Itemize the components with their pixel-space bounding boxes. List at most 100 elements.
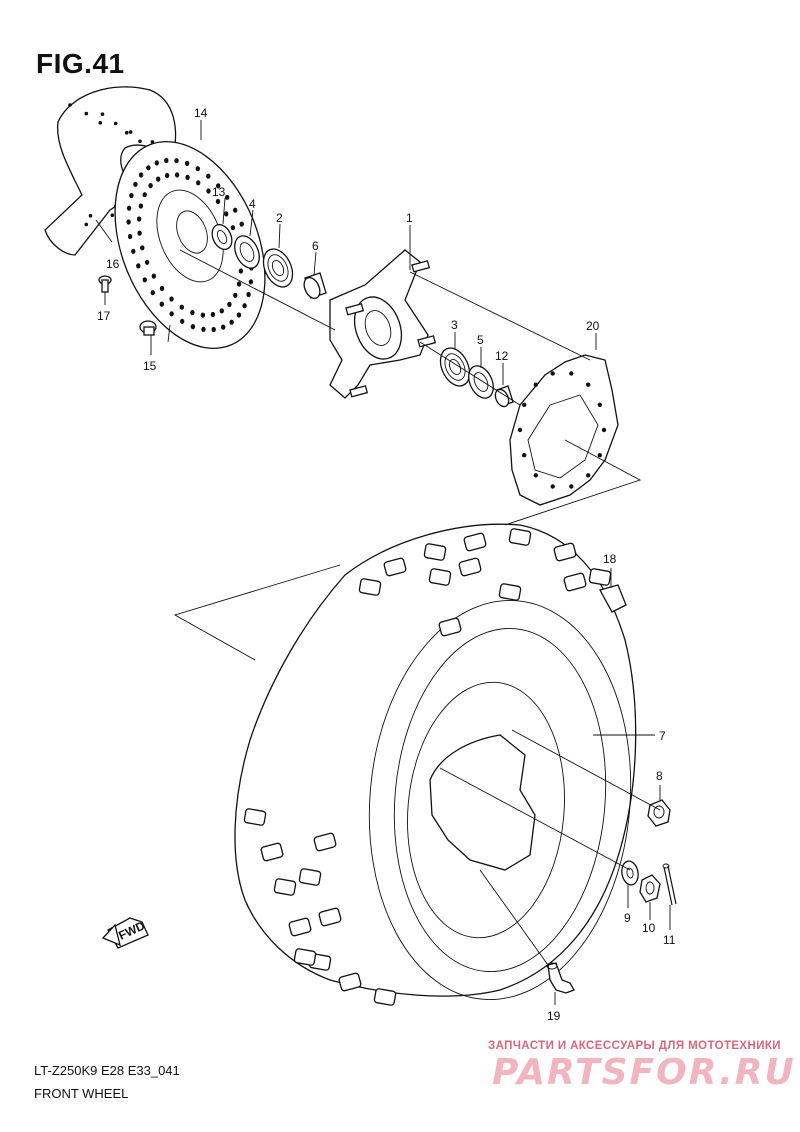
valve-part-19 xyxy=(546,962,575,994)
tread-block xyxy=(243,808,267,826)
disc-hole xyxy=(151,273,156,279)
tire-and-wheel-part-7 xyxy=(234,523,637,1006)
callout-1: 1 xyxy=(406,211,413,225)
bolt-part-17 xyxy=(98,275,112,293)
disc-hole xyxy=(216,183,221,189)
tread-block xyxy=(338,972,362,992)
cover-hole xyxy=(124,130,129,135)
callout-7: 7 xyxy=(659,729,666,743)
bearing-part-2 xyxy=(262,248,294,288)
callout-8: 8 xyxy=(656,769,663,783)
tread-block xyxy=(438,617,462,637)
tread-block xyxy=(458,557,482,577)
disc-hole xyxy=(148,183,153,189)
disc-hole xyxy=(180,318,185,324)
disc-hole xyxy=(184,160,190,166)
cover-hole xyxy=(138,139,142,144)
tread-block xyxy=(563,572,587,592)
callout-6: 6 xyxy=(312,239,319,253)
disc-hole xyxy=(219,308,224,314)
callout-15: 15 xyxy=(143,359,157,373)
cover-hole xyxy=(150,140,155,144)
tread-block xyxy=(428,568,452,586)
wheel-hub-part-1 xyxy=(329,249,437,399)
callout-labels: 1 2 3 4 5 6 7 8 9 10 11 12 13 14 15 16 1… xyxy=(97,106,676,1023)
watermark-logo[interactable]: PARTSFOR.RU xyxy=(492,1052,796,1093)
disc-hole xyxy=(174,172,180,178)
tread-block xyxy=(288,917,312,937)
disc-hole xyxy=(179,304,184,310)
disc-hole xyxy=(142,192,147,198)
disc-hole xyxy=(159,301,164,307)
plate-hole xyxy=(522,402,527,407)
plate-hole xyxy=(533,382,538,387)
plate-hole xyxy=(569,484,574,489)
callout-9: 9 xyxy=(624,911,631,925)
figure-code: LT-Z250K9 E28 E33_041 xyxy=(34,1063,180,1078)
cotter-pin-part-11 xyxy=(662,863,677,906)
balance-weight-part-18 xyxy=(599,584,627,613)
spacer-part-6 xyxy=(303,272,327,300)
callout-19: 19 xyxy=(547,1009,561,1023)
cover-hole xyxy=(84,222,89,227)
brake-disc-part-14 xyxy=(114,141,266,349)
tread-block xyxy=(318,907,342,927)
disc-hole xyxy=(206,173,211,179)
disc-hole xyxy=(236,312,242,318)
disc-hole xyxy=(185,174,190,180)
disc-hole xyxy=(238,268,244,274)
disc-hole xyxy=(142,277,147,283)
protector-plate-part-20 xyxy=(509,354,619,506)
cover-hole xyxy=(128,130,133,134)
disc-hole xyxy=(195,166,200,172)
disc-hole xyxy=(246,291,251,298)
tread-block xyxy=(423,543,447,561)
disc-hole xyxy=(200,312,206,318)
callout-14: 14 xyxy=(194,106,208,120)
watermark-tagline: ЗАПЧАСТИ И АКСЕССУАРЫ ДЛЯ МОТОТЕХНИКИ xyxy=(488,1040,781,1052)
tread-block xyxy=(313,832,337,852)
plate-hole xyxy=(597,453,602,458)
disc-hole xyxy=(140,245,145,251)
plate-hole xyxy=(522,453,527,458)
disc-hole xyxy=(156,176,161,182)
disc-hole xyxy=(201,326,206,332)
bolt-part-15 xyxy=(139,320,157,336)
disc-hole xyxy=(138,172,144,178)
disc-hole xyxy=(215,198,221,205)
tread-block xyxy=(588,568,612,586)
disc-hole xyxy=(169,296,174,302)
callout-17: 17 xyxy=(97,309,111,323)
disc-hole xyxy=(248,279,254,285)
disc-hole xyxy=(150,290,155,296)
tread-block xyxy=(553,542,577,562)
disc-hole xyxy=(144,259,150,265)
cover-hole xyxy=(88,214,93,218)
bearing-part-3 xyxy=(439,347,471,387)
tread-block xyxy=(260,842,284,862)
figure-subtitle: FRONT WHEEL xyxy=(34,1086,129,1101)
disc-hole xyxy=(127,233,133,240)
plate-hole xyxy=(597,402,602,407)
disc-hole xyxy=(174,158,179,164)
callout-5: 5 xyxy=(477,333,484,347)
callout-13: 13 xyxy=(212,185,226,199)
tread-block xyxy=(358,578,382,596)
plate-hole xyxy=(586,382,591,387)
disc-hole xyxy=(146,165,151,171)
disc-hole xyxy=(137,230,142,236)
disc-hole xyxy=(136,263,141,269)
plate-hole xyxy=(550,484,555,489)
disc-hole xyxy=(133,181,138,187)
disc-hole xyxy=(159,285,165,292)
figure-title: FIG.41 xyxy=(36,48,125,79)
plate-hole xyxy=(586,473,591,478)
disc-hole xyxy=(221,324,226,330)
callout-2: 2 xyxy=(276,211,283,225)
tread-block xyxy=(498,583,522,601)
forward-direction-arrow[interactable]: FWD xyxy=(101,917,149,949)
cover-hole xyxy=(113,121,118,126)
callout-3: 3 xyxy=(451,318,458,332)
